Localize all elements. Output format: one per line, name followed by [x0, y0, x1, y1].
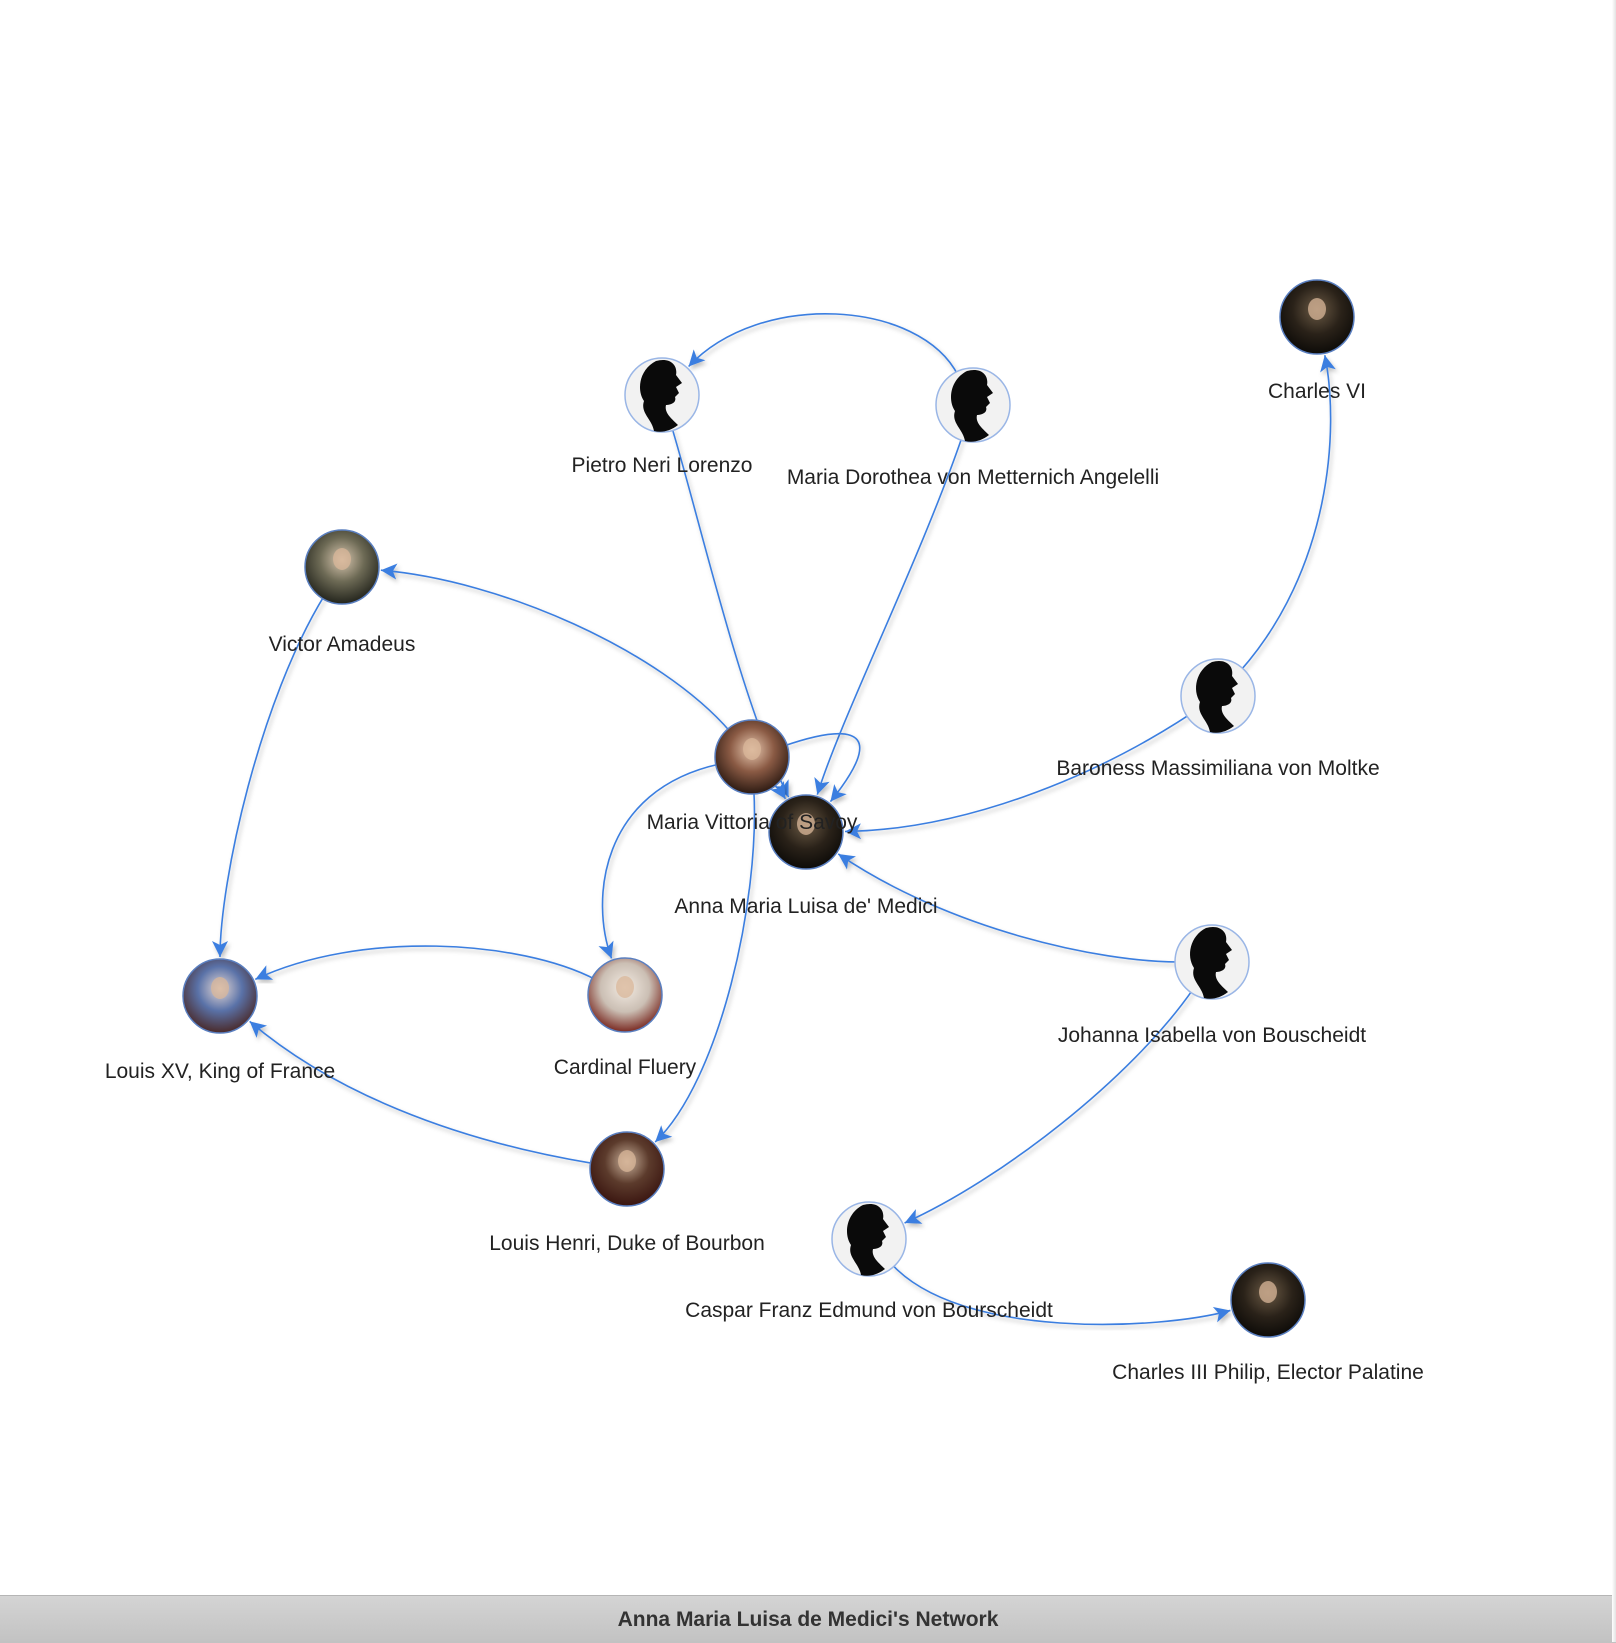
node-henri[interactable]: Louis Henri, Duke of Bourbon [489, 1131, 765, 1255]
portrait-face-icon [618, 1150, 636, 1172]
portrait-face-icon [797, 813, 815, 835]
node-label-vittoria: Maria Vittoria of Savoy [647, 811, 858, 834]
edge-vittoria-to-fleury [598, 763, 720, 959]
node-charles3[interactable]: Charles III Philip, Elector Palatine [1112, 1262, 1424, 1384]
profile-silhouette-icon [1196, 660, 1238, 733]
network-title-bar: Anna Maria Luisa de Medici's Network [0, 1595, 1616, 1643]
profile-silhouette-icon [847, 1203, 889, 1276]
node-dorothea[interactable]: Maria Dorothea von Metternich Angelelli [787, 367, 1159, 489]
node-fleury[interactable]: Cardinal Fluery [554, 957, 697, 1079]
node-label-louis15: Louis XV, King of France [105, 1060, 335, 1083]
edge-johanna-to-caspar [904, 988, 1194, 1224]
edge-henri-to-louis15 [249, 1020, 595, 1165]
edge-dorothea-to-pietro [688, 312, 959, 376]
node-label-charles6: Charles VI [1268, 380, 1366, 403]
edge-vittoria-to-anna [782, 732, 861, 803]
profile-silhouette-icon [640, 359, 682, 432]
node-label-henri: Louis Henri, Duke of Bourbon [489, 1232, 765, 1255]
node-label-baroness: Baroness Massimiliana von Moltke [1056, 757, 1379, 780]
profile-silhouette-icon [951, 369, 993, 442]
node-label-pietro: Pietro Neri Lorenzo [572, 454, 753, 477]
portrait-face-icon [1308, 298, 1326, 320]
node-vittoria[interactable]: Maria Vittoria of Savoy [647, 719, 858, 834]
node-label-johanna: Johanna Isabella von Bouscheidt [1058, 1024, 1366, 1047]
portrait-face-icon [616, 976, 634, 998]
network-title: Anna Maria Luisa de Medici's Network [617, 1607, 999, 1631]
node-johanna[interactable]: Johanna Isabella von Bouscheidt [1058, 924, 1366, 1047]
node-louis15[interactable]: Louis XV, King of France [105, 958, 335, 1083]
node-caspar[interactable]: Caspar Franz Edmund von Bourscheidt [685, 1201, 1053, 1322]
node-label-caspar: Caspar Franz Edmund von Bourscheidt [685, 1299, 1053, 1322]
edge-baroness-to-charles6 [1239, 355, 1336, 672]
edge-caspar-to-charles3 [890, 1262, 1231, 1326]
portrait-face-icon [1259, 1281, 1277, 1303]
edge-johanna-to-anna [837, 853, 1180, 963]
node-anna[interactable]: Anna Maria Luisa de' Medici [674, 794, 938, 918]
node-label-charles3: Charles III Philip, Elector Palatine [1112, 1361, 1424, 1384]
node-label-dorothea: Maria Dorothea von Metternich Angelelli [787, 466, 1159, 489]
edge-victor-to-louis15 [212, 594, 326, 958]
node-label-fleury: Cardinal Fluery [554, 1056, 697, 1079]
portrait-face-icon [743, 738, 761, 760]
portrait-face-icon [211, 977, 229, 999]
network-graph[interactable]: Anna Maria Luisa de' Medici Maria Vittori… [0, 0, 1616, 1595]
window-edge [1612, 0, 1616, 1642]
edge-vittoria-to-victor [380, 563, 732, 733]
portrait-face-icon [333, 548, 351, 570]
edge-dorothea-to-anna [814, 435, 964, 795]
node-charles6[interactable]: Charles VI [1268, 279, 1366, 403]
node-victor[interactable]: Victor Amadeus [269, 529, 416, 656]
node-baroness[interactable]: Baroness Massimiliana von Moltke [1056, 658, 1380, 780]
edge-baroness-to-anna [844, 713, 1191, 840]
edge-fleury-to-louis15 [254, 945, 597, 981]
edge-vittoria-to-henri [654, 789, 756, 1143]
node-label-victor: Victor Amadeus [269, 633, 416, 656]
node-label-anna: Anna Maria Luisa de' Medici [674, 895, 937, 918]
node-pietro[interactable]: Pietro Neri Lorenzo [572, 357, 753, 477]
profile-silhouette-icon [1190, 926, 1232, 999]
